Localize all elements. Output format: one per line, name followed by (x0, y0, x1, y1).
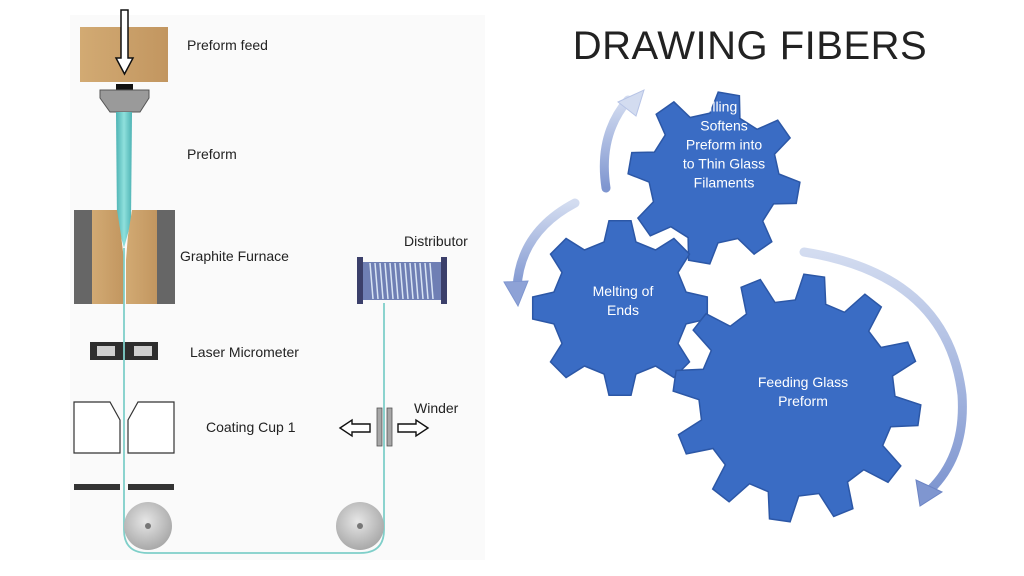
gear-top-text-line: Preform into (686, 137, 762, 153)
label-laser-micrometer: Laser Micrometer (190, 344, 299, 360)
gear-top-text-line: to Thin Glass (683, 156, 765, 172)
distributor-spool (357, 257, 447, 304)
feed-down-arrow-icon (114, 9, 135, 76)
gear-left-shape (531, 219, 709, 397)
gear-top-text-line: Softens (700, 118, 747, 134)
capstan-wheel-left (124, 502, 172, 550)
gear-left-text-line: Ends (607, 302, 639, 318)
graphite-furnace (74, 210, 175, 304)
gear-top-text-line: Filaments (694, 175, 755, 191)
spool-winding (394, 262, 399, 300)
coating-cup (73, 401, 175, 454)
gear-large-text-line: Preform (778, 393, 828, 409)
gear-top-text-line: Pulling of (695, 99, 753, 115)
cycle-arrow-left (503, 198, 580, 308)
label-preform-feed: Preform feed (187, 37, 268, 53)
spool-winding (424, 262, 429, 300)
spool-winding (409, 262, 414, 300)
slide-title: DRAWING FIBERS (572, 24, 928, 68)
label-coating-cup: Coating Cup 1 (206, 419, 296, 435)
feed-clamp (116, 84, 133, 90)
curing-bar-left (74, 484, 120, 490)
capstan-wheel-right (336, 502, 384, 550)
winder-left-arrow-icon (338, 418, 371, 438)
spool-winding (374, 262, 379, 300)
preform-chuck (99, 89, 150, 113)
spool-winding (384, 262, 389, 300)
spool-winding (414, 262, 419, 300)
curing-bar-right (128, 484, 174, 490)
winder-guide (376, 407, 393, 447)
spool-winding (369, 262, 374, 300)
gear-left: Melting of Ends (531, 219, 709, 397)
spool-winding (419, 262, 424, 300)
winder-right-arrow-icon (397, 418, 430, 438)
cycle-arrow-top (599, 89, 645, 193)
spool-winding (389, 262, 394, 300)
spool-winding (399, 262, 404, 300)
gear-top-shape (627, 91, 801, 265)
label-preform: Preform (187, 146, 237, 162)
label-winder: Winder (414, 400, 459, 416)
label-distributor: Distributor (404, 233, 468, 249)
gear-large-text-line: Feeding Glass (758, 374, 848, 390)
spool-winding (429, 262, 434, 300)
label-graphite-furnace: Graphite Furnace (180, 248, 289, 264)
spool-winding (379, 262, 384, 300)
fiber-path (123, 248, 385, 554)
cycle-arrow-right (799, 247, 967, 507)
gear-large-shape (672, 273, 922, 523)
gear-left-text-line: Melting of (593, 283, 654, 299)
preform-rod (116, 112, 132, 248)
spool-winding (404, 262, 409, 300)
